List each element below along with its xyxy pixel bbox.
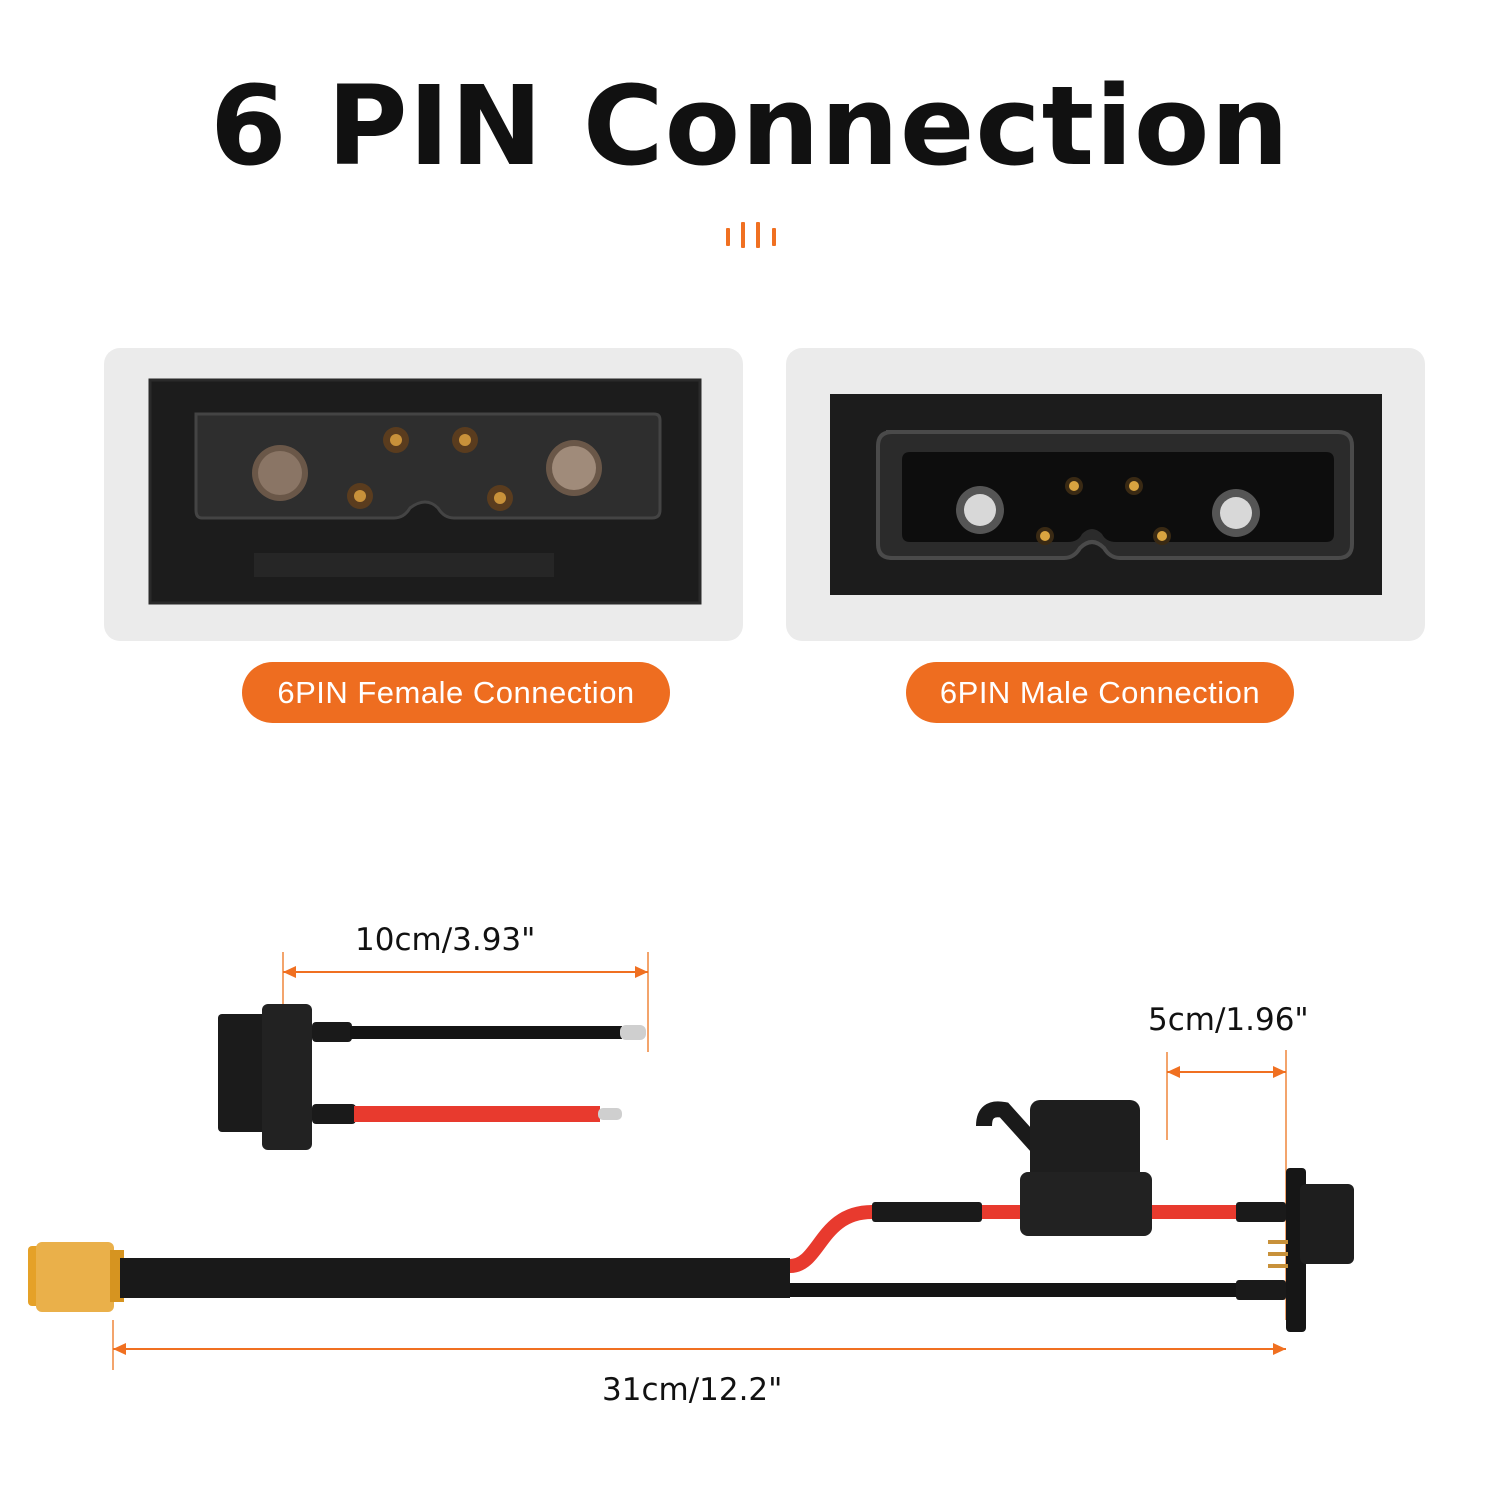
divider-icon xyxy=(726,222,776,252)
short-cable-icon xyxy=(218,1004,646,1150)
female-connector-card xyxy=(104,348,743,641)
cable-illustration xyxy=(28,952,1354,1370)
long-cable-icon xyxy=(28,1100,1354,1332)
female-6pin-connector-icon xyxy=(148,378,702,605)
male-connector-card xyxy=(786,348,1425,641)
male-connection-label: 6PIN Male Connection xyxy=(906,662,1294,723)
total-length-dimension-line xyxy=(112,1320,1286,1370)
total-length-label: 31cm/12.2" xyxy=(602,1372,783,1408)
female-connection-label: 6PIN Female Connection xyxy=(242,662,670,723)
male-6pin-connector-icon xyxy=(830,394,1382,595)
short-cable-length-label: 10cm/3.93" xyxy=(355,922,536,958)
fuse-lead-dimension-line xyxy=(1166,1050,1287,1320)
page-title: 6 PIN Connection xyxy=(210,62,1290,190)
fuse-lead-length-label: 5cm/1.96" xyxy=(1148,1002,1309,1038)
